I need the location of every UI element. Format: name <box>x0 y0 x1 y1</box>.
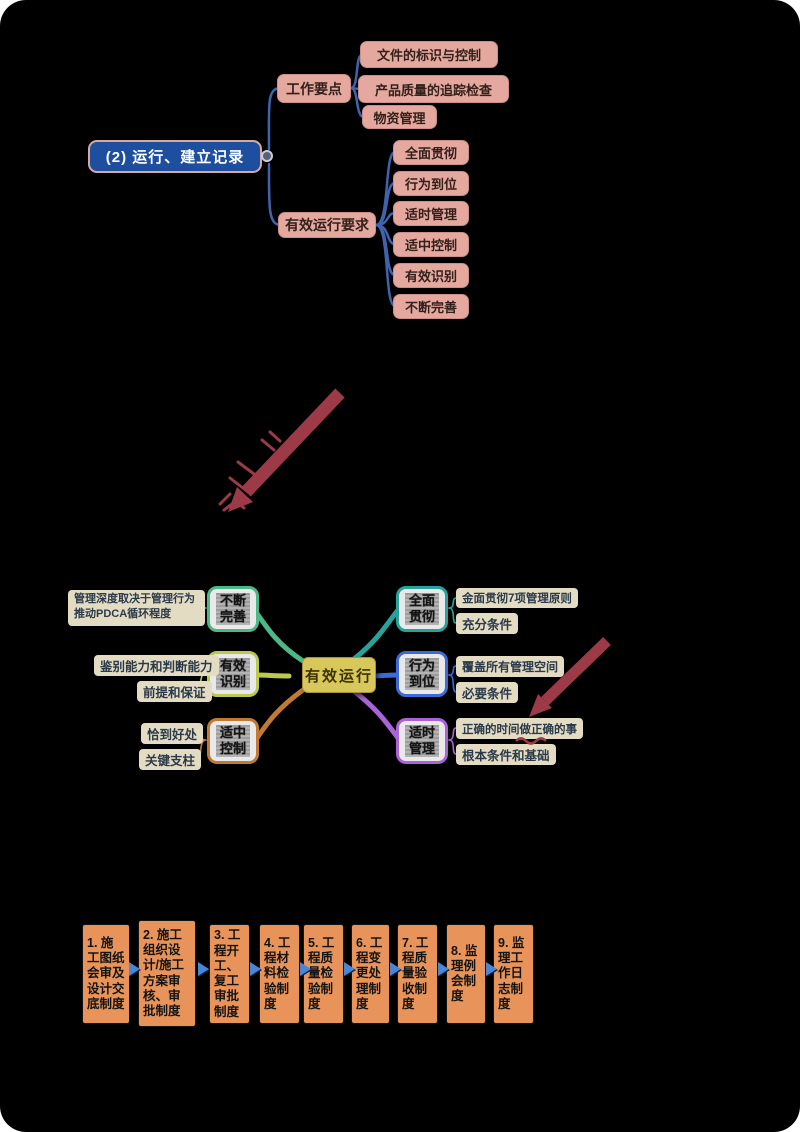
flow-step-box: 2. 施工组织设计/施工方案审核、审批制度 <box>138 920 196 1027</box>
flow-arrow-icon <box>344 962 355 976</box>
node-label: 有效识别 <box>216 657 250 691</box>
center-node-full-implementation[interactable]: 全面贯彻 <box>396 586 448 632</box>
top-child-node[interactable]: 全面贯彻 <box>393 140 469 165</box>
leaf-line <box>448 597 457 609</box>
leaf-note-line: 推动PDCA循环程度 <box>74 608 172 621</box>
annotation-scribble <box>218 492 234 512</box>
leaf-note[interactable]: 前提和保证 <box>137 681 212 702</box>
leaf-note[interactable]: 充分条件 <box>456 613 519 634</box>
flow-arrow-icon <box>390 962 401 976</box>
leaf-note[interactable]: 根本条件和基础 <box>456 744 556 765</box>
leaf-note[interactable]: 覆盖所有管理空间 <box>456 656 565 677</box>
flow-arrow-icon <box>129 962 140 976</box>
leaf-note[interactable]: 管理深度取决于管理行为 推动PDCA循环程度 <box>68 590 205 626</box>
leaf-note[interactable]: 关键支柱 <box>139 749 202 770</box>
flow-step-box: 1. 施工图纸会审及设计交底制度 <box>82 924 130 1024</box>
flow-step-box: 9. 监理工作日志制度 <box>493 924 534 1024</box>
leaf-note[interactable]: 恰到好处 <box>141 723 204 744</box>
leaf-note-line: 管理深度取决于管理行为 <box>74 593 195 605</box>
annotation-squiggle <box>515 737 547 745</box>
top-child-node[interactable]: 文件的标识与控制 <box>360 41 498 68</box>
flow-arrow-icon <box>486 962 497 976</box>
top-child-node[interactable]: 有效识别 <box>393 263 469 288</box>
leaf-note[interactable]: 正确的时间做正确的事 <box>456 718 583 739</box>
top-child-node[interactable]: 适时管理 <box>393 201 469 226</box>
node-label: 适时管理 <box>405 724 439 758</box>
leaf-line <box>448 727 457 741</box>
top-branch-node[interactable]: 工作要点 <box>277 74 351 103</box>
collapse-toggle-icon[interactable] <box>261 150 273 162</box>
leaf-note[interactable]: 鉴别能力和判断能力 <box>94 655 219 676</box>
flow-arrow-icon <box>300 962 311 976</box>
leaf-line <box>448 674 457 693</box>
annotation-arrowhead <box>529 694 552 717</box>
center-node-behavior-in-place[interactable]: 行为到位 <box>396 651 448 697</box>
flow-step-box: 4. 工程材料检验制度 <box>259 924 300 1024</box>
flow-step-box: 6. 工程变更处理制度 <box>351 924 390 1024</box>
node-label: 适中控制 <box>216 724 250 758</box>
branch-line-purple <box>351 688 401 741</box>
annotation-arrow <box>241 388 345 497</box>
top-child-node[interactable]: 物资管理 <box>362 105 437 129</box>
center-node-moderate-control[interactable]: 适中控制 <box>207 718 259 764</box>
branch-line-teal <box>351 607 401 662</box>
flow-arrow-icon <box>438 962 449 976</box>
node-label: 全面贯彻 <box>405 592 439 626</box>
top-child-node[interactable]: 适中控制 <box>393 232 469 257</box>
branch-line-lime <box>254 672 292 679</box>
annotation-scribble <box>260 430 282 452</box>
leaf-note[interactable]: 金面贯彻7项管理原则 <box>456 588 578 608</box>
annotation-arrowhead <box>228 487 253 512</box>
leaf-line <box>448 665 457 676</box>
flow-arrow-icon <box>250 962 261 976</box>
annotation-scribble <box>228 460 256 510</box>
flow-arrow-icon <box>198 962 209 976</box>
center-root-node[interactable]: 有效运行 <box>302 657 376 693</box>
branch-line-green <box>253 609 306 664</box>
node-label: 行为到位 <box>405 657 439 691</box>
top-child-node[interactable]: 行为到位 <box>393 171 469 196</box>
leaf-line <box>448 739 457 755</box>
leaf-line <box>448 607 457 624</box>
flow-step-box: 8. 监理例会制度 <box>446 924 486 1024</box>
center-node-timely-management[interactable]: 适时管理 <box>396 718 448 764</box>
top-branch-node[interactable]: 有效运行要求 <box>278 212 376 238</box>
top-child-node[interactable]: 产品质量的追踪检查 <box>358 75 509 103</box>
branch-line-orange <box>254 687 306 741</box>
flow-step-box: 3. 工程开工、复工审批制度 <box>209 924 250 1024</box>
top-child-node[interactable]: 不断完善 <box>393 294 469 319</box>
node-label: 不断完善 <box>216 592 250 626</box>
flow-step-box: 7. 工程质量验收制度 <box>397 924 438 1024</box>
leaf-note[interactable]: 必要条件 <box>456 682 519 703</box>
top-root-node[interactable]: (2) 运行、建立记录 <box>88 140 262 173</box>
center-node-continuous-improvement[interactable]: 不断完善 <box>207 586 259 632</box>
